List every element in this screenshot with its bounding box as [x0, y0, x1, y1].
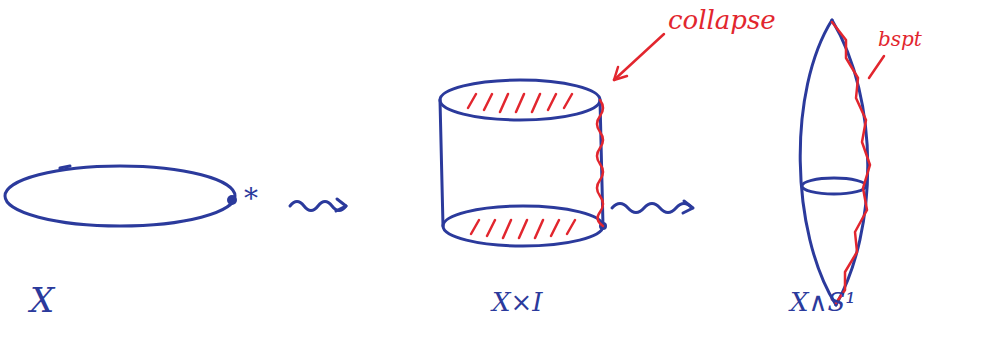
- collapse-hatching: [468, 94, 572, 112]
- spindle-left: [800, 20, 836, 305]
- arrow-head: [614, 67, 627, 80]
- arrow-head: [683, 201, 693, 213]
- basepoint-segment: [597, 100, 603, 226]
- cylinder-top: [440, 80, 600, 120]
- squiggle-arrow: [612, 204, 692, 213]
- space-x: [5, 166, 235, 226]
- basepoint-label: *: [244, 184, 258, 215]
- arrow-head: [336, 199, 346, 211]
- callout-label: collapse: [668, 6, 776, 35]
- orientation-tick: [60, 166, 70, 168]
- callout-arrow: [614, 34, 664, 80]
- space-label: X: [30, 282, 54, 319]
- spindle-equator: [802, 178, 866, 194]
- basepoint-dot: [227, 195, 237, 205]
- leader-line: [869, 56, 884, 78]
- collapse-hatching: [471, 220, 575, 238]
- space-label: X∧S¹: [790, 288, 856, 317]
- space-label: X×I: [492, 288, 543, 317]
- cylinder-side: [440, 100, 443, 226]
- basepoint-arc: [832, 22, 870, 303]
- callout-label: bspt: [878, 28, 922, 50]
- cylinder-bottom: [443, 206, 603, 246]
